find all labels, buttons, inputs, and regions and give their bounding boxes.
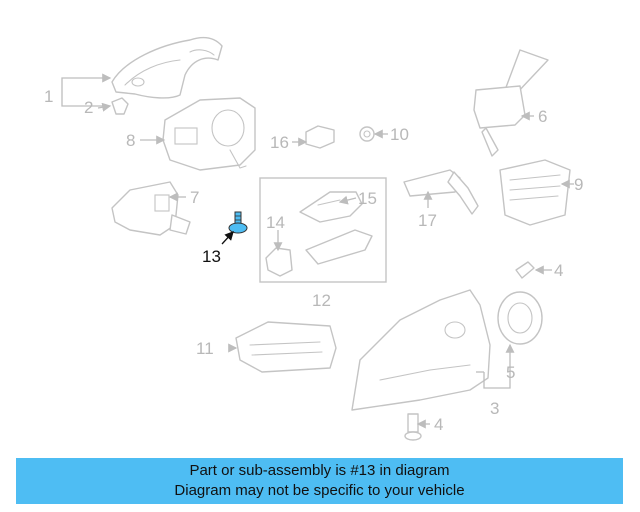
callout-4-lower: 4: [434, 415, 443, 434]
part-9-switch-module: [499, 159, 571, 226]
part-11-control-module: [235, 321, 337, 373]
callout-14: 14: [266, 213, 285, 232]
leader-lines: [61, 73, 574, 429]
callout-12: 12: [312, 291, 331, 310]
callout-3: 3: [490, 399, 499, 418]
callout-17: 17: [418, 211, 437, 230]
part-4-bolt-upper: [515, 261, 535, 279]
part-6-wiper-switch: [473, 49, 549, 157]
callout-2: 2: [84, 98, 93, 117]
parts-diagram: 1 2 8 7 13 16 10 15 14 12 6 9 17 4 11 5 …: [44, 36, 583, 441]
part-5-ring: [497, 291, 543, 345]
callout-7: 7: [190, 188, 199, 207]
part-15-lock-housing: [299, 191, 363, 223]
callout-11: 11: [196, 339, 214, 358]
callout-4-upper: 4: [554, 261, 563, 280]
part-7-switch: [111, 181, 191, 236]
callout-1: 1: [44, 87, 53, 106]
part-14-lock-cylinder: [265, 229, 373, 277]
banner-line-2: Diagram may not be specific to your vehi…: [174, 482, 465, 499]
part-2-clip: [111, 97, 129, 115]
part-13-screw: [228, 211, 248, 234]
callout-15: 15: [358, 189, 377, 208]
callout-6: 6: [538, 107, 547, 126]
part-4-bolt-lower: [404, 413, 422, 441]
callout-8: 8: [126, 131, 135, 150]
callout-5: 5: [506, 363, 515, 382]
callout-16: 16: [270, 133, 289, 152]
part-1-column-shroud: [111, 36, 223, 99]
part-17-lock-cylinder: [403, 169, 479, 215]
part-8-switch-housing: [162, 97, 256, 171]
part-16-bracket: [305, 125, 335, 149]
part-3-lower-cover: [351, 289, 491, 411]
part-12-assembly-box: [259, 177, 387, 283]
callout-13: 13: [202, 247, 221, 266]
callout-10: 10: [390, 125, 409, 144]
callout-9: 9: [574, 175, 583, 194]
banner-line-1: Part or sub-assembly is #13 in diagram: [189, 462, 450, 479]
part-10-nut: [359, 126, 375, 142]
info-banner: Part or sub-assembly is #13 in diagram D…: [16, 458, 623, 504]
